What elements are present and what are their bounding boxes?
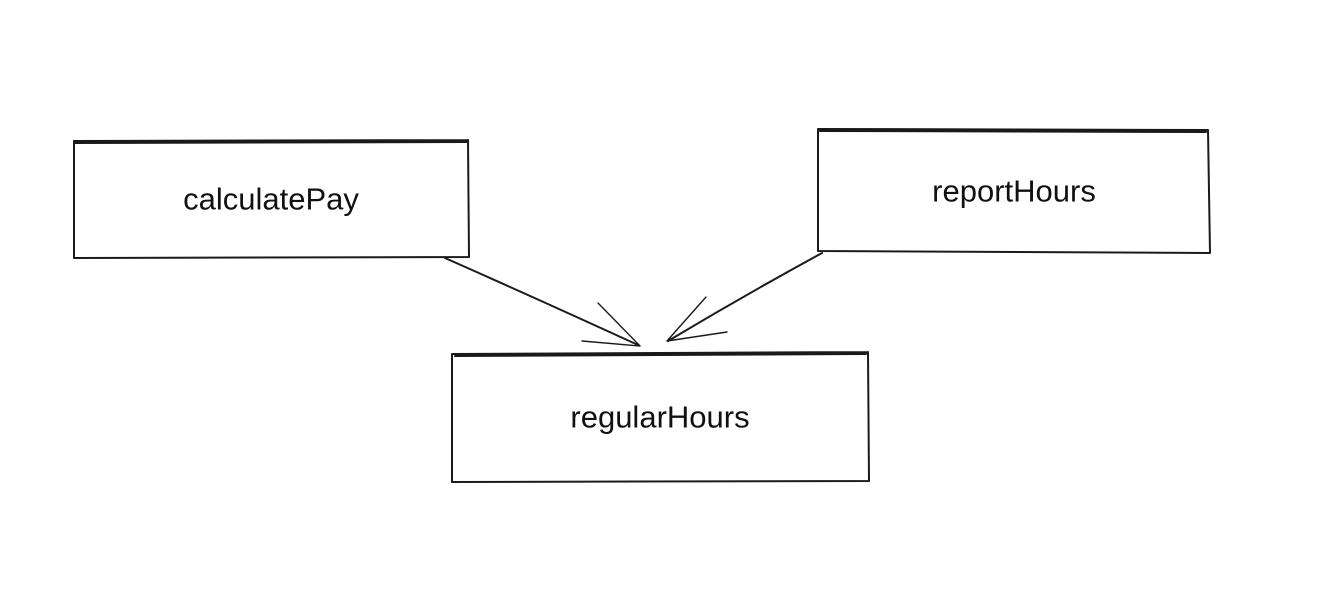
node-calculatepay-box [73, 139, 470, 259]
node-regularhours-label: regularHours [570, 400, 749, 435]
edge-line [444, 257, 639, 346]
node-reporthours[interactable]: reportHours [817, 128, 1211, 254]
node-regularhours-box [451, 351, 870, 483]
node-regularhours[interactable]: regularHours [451, 351, 870, 483]
edge-reporthours-to-regularhours [666, 252, 823, 342]
node-reporthours-label: reportHours [932, 174, 1096, 209]
arrowhead-icon [581, 302, 641, 347]
node-calculatepay-label: calculatePay [183, 182, 359, 217]
node-reporthours-box [817, 128, 1211, 254]
edge-calculatepay-to-regularhours [444, 257, 641, 347]
node-calculatepay[interactable]: calculatePay [73, 139, 470, 259]
edge-line [667, 252, 823, 342]
arrowhead-icon [666, 296, 728, 342]
